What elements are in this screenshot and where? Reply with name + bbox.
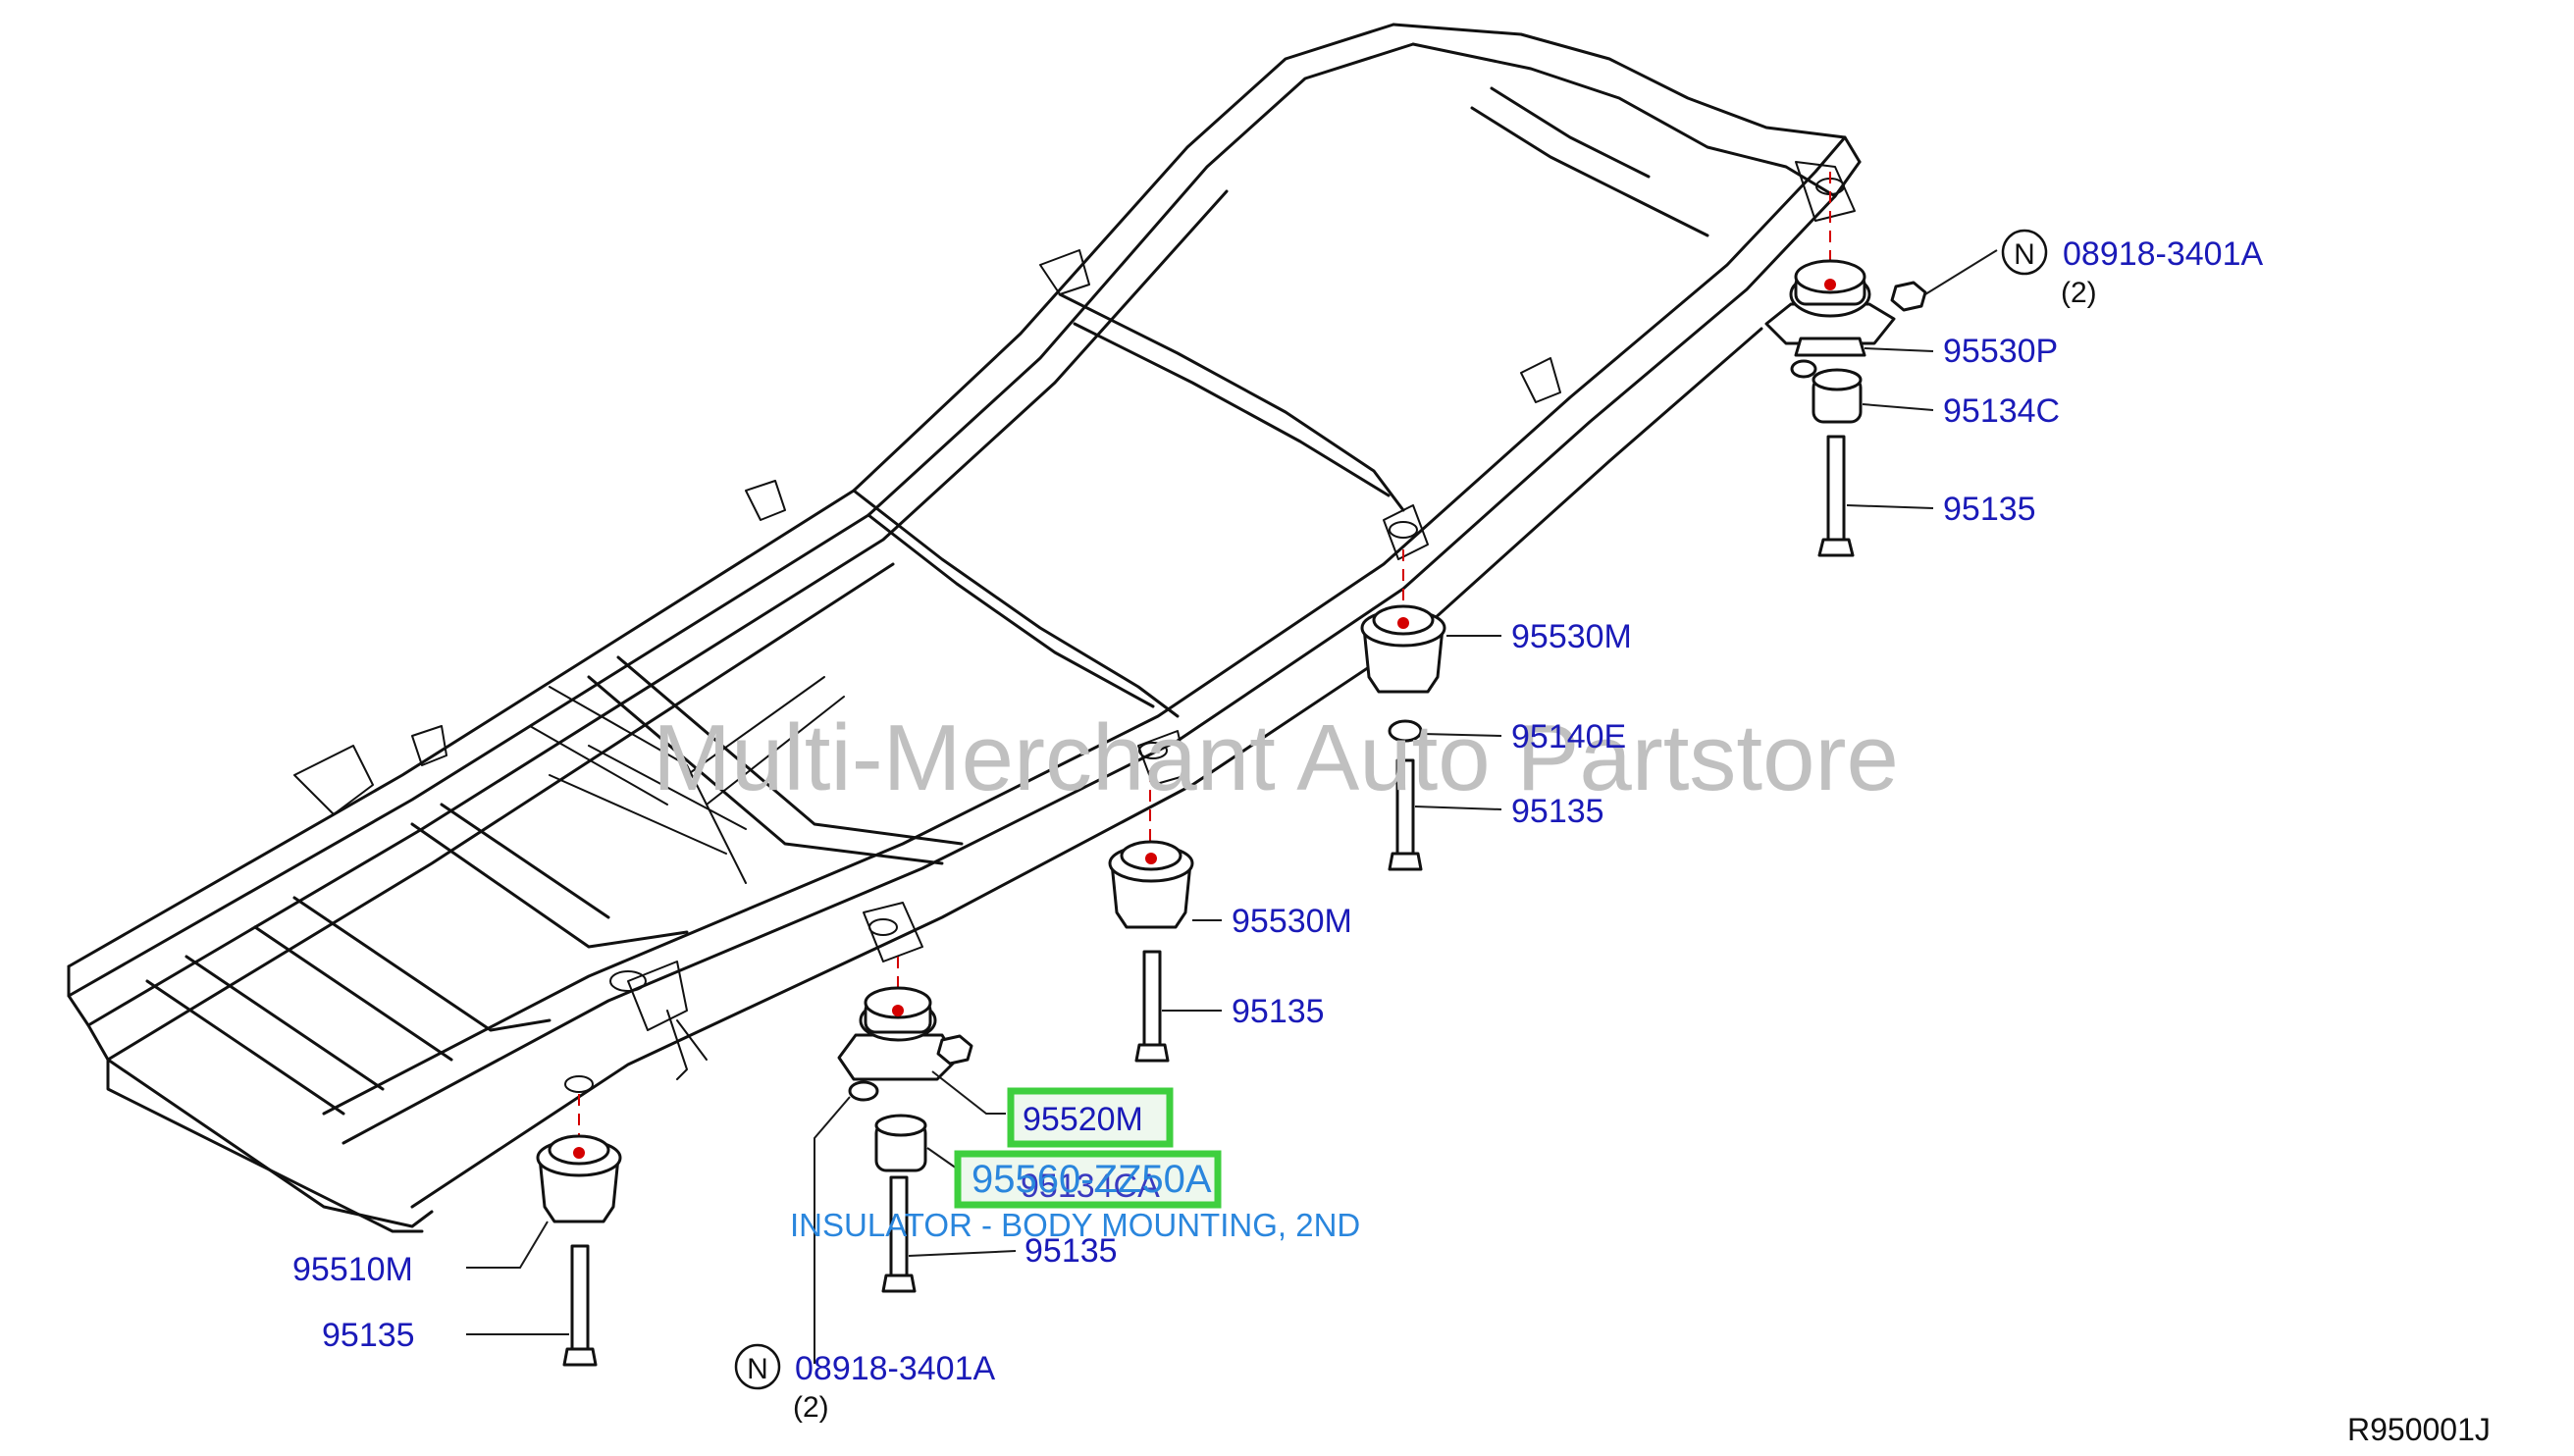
- part-number-label[interactable]: 95140E: [1511, 718, 1626, 755]
- mid-upper-mount-assembly: [1360, 604, 1446, 871]
- front-mount-assembly: [837, 986, 973, 1293]
- bolt-95135-end: [570, 1244, 590, 1351]
- part-number-label[interactable]: 95520M: [1023, 1101, 1143, 1138]
- part-labels: N 08918-3401A (2) 95530P 95134C 95135 95…: [292, 229, 2264, 1424]
- part-number-label[interactable]: 95134C: [1943, 392, 2060, 430]
- quantity-label: (2): [793, 1391, 829, 1424]
- highlight-box: [954, 1150, 1222, 1209]
- part-number-label[interactable]: 95135: [322, 1317, 415, 1354]
- nut-callout-icon: [2001, 229, 2048, 276]
- body-mount-95520m: [837, 1033, 959, 1081]
- part-number-label[interactable]: 95530M: [1232, 903, 1352, 940]
- mid-lower-mount-assembly: [1108, 840, 1194, 1063]
- body-mount-95530p: [1764, 302, 1896, 345]
- part-number-label[interactable]: 08918-3401A: [2063, 235, 2264, 273]
- highlighted-part-95520m[interactable]: 95520M: [1007, 1087, 1174, 1148]
- watermark: Multi-Merchant Auto Partstore: [653, 705, 1899, 810]
- part-number-label[interactable]: 95530P: [1943, 333, 2058, 370]
- nut-symbol: N: [2014, 238, 2035, 271]
- end-mount-assembly: [536, 1134, 622, 1367]
- bolt-95135-rear: [1826, 435, 1846, 542]
- diagram-reference-code: R950001J: [2347, 1412, 2491, 1447]
- washer-icon: [848, 1080, 879, 1102]
- washer-icon: [1790, 359, 1817, 379]
- part-tooltip: INSULATOR - BODY MOUNTING, 2ND: [790, 1207, 1360, 1243]
- part-number-label[interactable]: 08918-3401A: [795, 1350, 996, 1387]
- washer-95140e: [1388, 719, 1423, 743]
- front-nut-callout[interactable]: N 08918-3401A (2): [734, 1343, 996, 1424]
- highlight-box: [1007, 1087, 1174, 1148]
- nut-symbol: N: [747, 1353, 768, 1385]
- part-number-label[interactable]: 95530M: [1511, 618, 1632, 655]
- part-number-label[interactable]: 95560-ZZ50A: [972, 1158, 1212, 1201]
- part-number-label[interactable]: 95135: [1232, 993, 1325, 1030]
- quantity-label: (2): [2061, 277, 2097, 309]
- bolt-95135-mid-lower: [1142, 950, 1162, 1047]
- highlighted-part-bushing[interactable]: 95134CA 95560-ZZ50A: [954, 1150, 1222, 1209]
- part-number-label-overlay: 95134CA: [1021, 1168, 1160, 1205]
- leader-lines: [466, 249, 1998, 1364]
- nut-icon: [1890, 281, 1927, 312]
- part-number-label[interactable]: 95135: [1943, 491, 2036, 528]
- part-number-label[interactable]: 95135: [1024, 1232, 1118, 1270]
- part-number-label[interactable]: 95135: [1511, 793, 1604, 830]
- nut-callout-icon: [734, 1343, 781, 1390]
- rear-nut-callout[interactable]: N 08918-3401A (2): [2001, 229, 2264, 309]
- rear-mount-assembly: [1764, 259, 1927, 557]
- nut-icon: [936, 1034, 973, 1066]
- part-number-label[interactable]: 95510M: [292, 1251, 413, 1288]
